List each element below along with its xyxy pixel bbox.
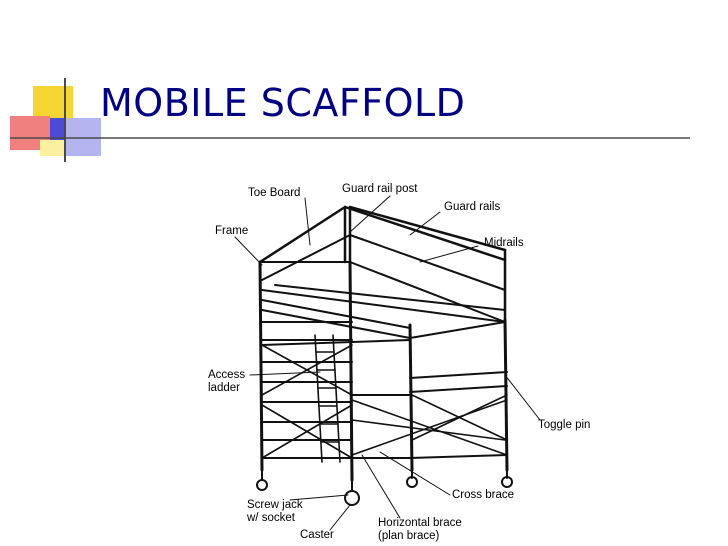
label-access-ladder-line1: Access	[208, 369, 245, 381]
post-center-back	[408, 323, 414, 472]
cross-brace-back-2	[411, 394, 508, 441]
toe-board-front-2	[261, 309, 411, 339]
label-toggle-pin: Toggle pin	[538, 419, 590, 431]
label-access-ladder-line2: ladder	[208, 382, 240, 394]
midrail-left	[261, 234, 351, 281]
label-guard-rail-post: Guard rail post	[342, 183, 418, 195]
caster-back	[406, 476, 418, 488]
label-guard-rails: Guard rails	[444, 201, 500, 213]
label-frame: Frame	[215, 225, 248, 237]
guard-rail-top	[348, 205, 507, 252]
caster-right	[501, 476, 513, 488]
label-horizontal-brace-line2: (plan brace)	[378, 530, 440, 542]
cross-brace-side-2	[351, 399, 508, 456]
scaffold-drawing	[234, 195, 541, 531]
deco-blue-block	[50, 118, 64, 140]
toe-board-front	[261, 299, 411, 329]
label-screw-jack-line1: Screw jack	[247, 499, 303, 511]
label-toe-board: Toe Board	[248, 187, 300, 199]
deco-light-blue-block	[63, 118, 101, 156]
platform-deck-2	[274, 284, 506, 311]
post-left-front	[258, 260, 264, 472]
frame-bar-right-1	[409, 371, 508, 379]
label-screw-jack-line2: w/ socket	[246, 512, 296, 524]
guard-post-top-left	[258, 205, 347, 264]
label-cross-brace: Cross brace	[452, 489, 514, 501]
leader-lines	[234, 195, 541, 531]
platform-right-edge	[349, 261, 506, 323]
caster-left	[256, 479, 268, 491]
platform-back-edge	[409, 321, 506, 339]
slide-title: MOBILE SCAFFOLD	[100, 81, 466, 125]
top-rail-back	[343, 205, 507, 262]
caster-center	[344, 490, 360, 506]
label-horizontal-brace-line1: Horizontal brace	[378, 517, 462, 529]
cross-brace-front-2	[261, 344, 353, 396]
side-bar-1	[261, 339, 411, 346]
label-caster: Caster	[300, 529, 334, 541]
label-midrails: Midrails	[484, 237, 524, 249]
frame-bar-right-2	[409, 385, 508, 393]
platform-deck-1	[261, 289, 506, 323]
midrail-right	[349, 234, 506, 291]
frame-bar-right-3	[409, 454, 508, 459]
horizontal-brace-plan	[351, 419, 506, 441]
deco-cream-block	[40, 140, 64, 156]
access-ladder	[314, 334, 341, 463]
post-center-front	[348, 260, 354, 482]
